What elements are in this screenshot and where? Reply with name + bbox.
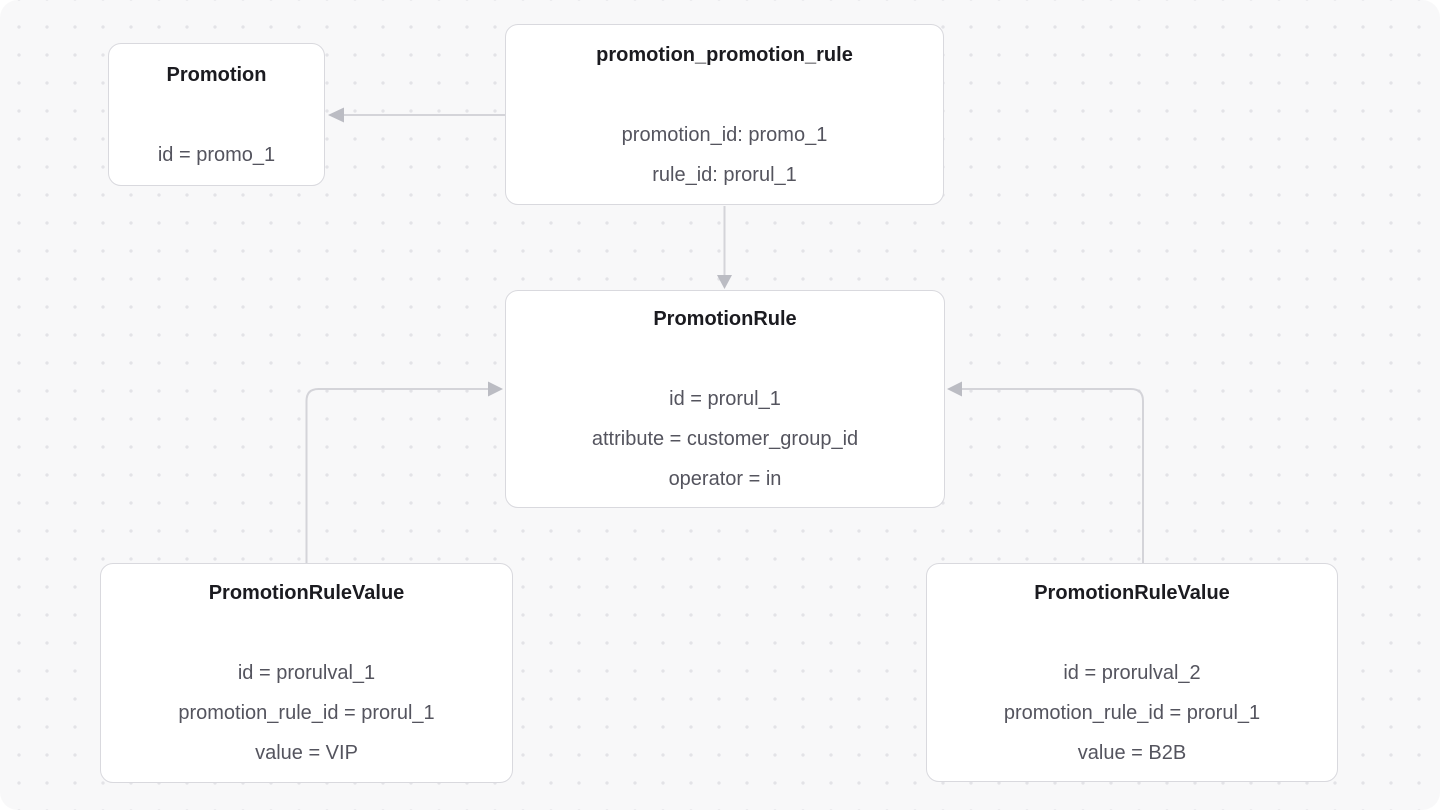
- node-field: operator = in: [668, 468, 782, 490]
- node-title: promotion_promotion_rule: [596, 43, 853, 66]
- arrowhead-left-icon: [328, 107, 344, 123]
- node-field: id = prorulval_2: [1063, 661, 1201, 684]
- node-promotion[interactable]: Promotion id = promo_1: [108, 43, 325, 186]
- edge-ppr-to-promotion: [328, 107, 505, 123]
- node-field: promotion_rule_id = prorul_1: [1003, 701, 1261, 724]
- arrowhead-right-icon: [488, 381, 503, 397]
- arrowhead-left2-icon: [947, 381, 962, 397]
- node-promotion-rule-value-2[interactable]: PromotionRuleValue id = prorulval_2 prom…: [926, 563, 1338, 782]
- node-title: PromotionRuleValue: [1034, 581, 1230, 604]
- node-field: value = VIP: [255, 742, 358, 764]
- node-field: rule_id: prorul_1: [652, 163, 797, 186]
- node-field: promotion_id: promo_1: [621, 123, 828, 146]
- edge-ppr-to-promotionrule: [717, 206, 732, 289]
- node-field: promotion_rule_id = prorul_1: [178, 702, 435, 724]
- node-title: PromotionRule: [653, 308, 797, 330]
- node-field: id = promo_1: [157, 143, 276, 166]
- node-title: PromotionRuleValue: [208, 582, 405, 604]
- node-promotion-rule-value-1[interactable]: PromotionRuleValue id = prorulval_1 prom…: [100, 563, 513, 783]
- node-field: value = B2B: [1077, 741, 1187, 764]
- node-title: Promotion: [166, 63, 267, 86]
- edge-prv2-to-promotionrule: [947, 381, 1144, 563]
- node-field: attribute = customer_group_id: [591, 428, 859, 450]
- arrowhead-down-icon: [717, 275, 732, 289]
- node-field: id = prorulval_1: [237, 662, 376, 684]
- node-promotion-promotion-rule[interactable]: promotion_promotion_rule promotion_id: p…: [505, 24, 944, 205]
- node-field: id = prorul_1: [669, 388, 781, 410]
- node-promotion-rule[interactable]: PromotionRule id = prorul_1 attribute = …: [505, 290, 945, 508]
- edge-prv1-to-promotionrule: [305, 381, 503, 563]
